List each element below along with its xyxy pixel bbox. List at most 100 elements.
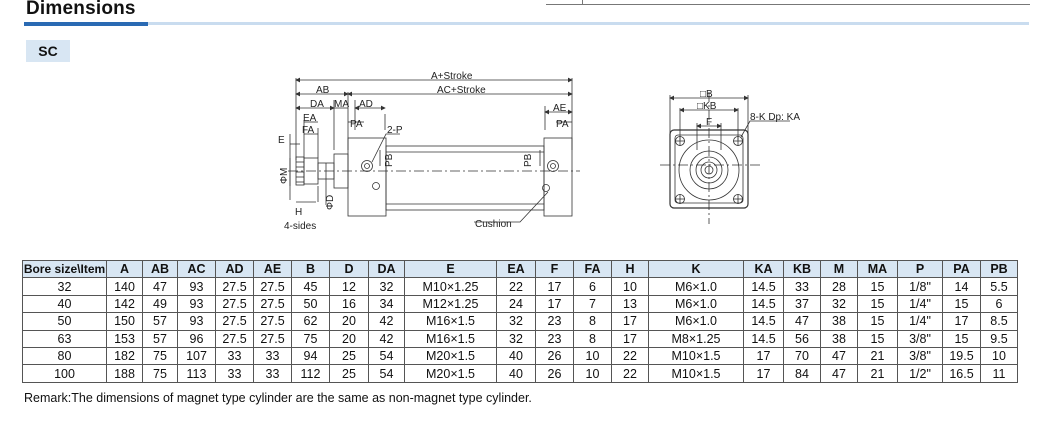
- table-cell: 15: [857, 294, 898, 314]
- table-cell: 1/4": [897, 294, 943, 314]
- table-cell: 57: [142, 329, 178, 348]
- table-cell: 47: [142, 277, 178, 296]
- table-cell: 27.5: [215, 329, 254, 348]
- table-cell: 17: [535, 277, 574, 296]
- table-cell: M8×1.25: [648, 329, 744, 348]
- table-cell: 8: [573, 329, 612, 348]
- column-header: KB: [783, 259, 821, 279]
- table-cell: 25: [329, 364, 369, 383]
- section-title: Dimensions: [26, 0, 136, 19]
- table-cell: 45: [291, 277, 330, 296]
- label-a-stroke: A+Stroke: [431, 71, 473, 82]
- label-phi-m: ΦM: [279, 168, 290, 184]
- table-cell: 80: [22, 346, 107, 366]
- table-cell: M10×1.25: [404, 277, 497, 296]
- table-cell: M20×1.5: [404, 346, 497, 366]
- label-k-dp: 8-K Dp: KA: [750, 112, 800, 123]
- table-cell: 153: [106, 329, 143, 348]
- column-header: KA: [743, 259, 784, 279]
- table-cell: 16: [329, 294, 369, 314]
- label-e: E: [278, 135, 285, 146]
- label-2p: 2-P: [387, 125, 403, 136]
- label-da: DA: [310, 99, 324, 110]
- table-cell: 15: [857, 329, 898, 348]
- title-underline: [24, 22, 1029, 25]
- table-cell: 42: [368, 329, 405, 348]
- table-cell: 47: [783, 312, 821, 331]
- label-ad: AD: [359, 99, 373, 110]
- top-frame-divider: [582, 0, 583, 4]
- table-cell: 32: [496, 329, 536, 348]
- table-cell: 75: [291, 329, 330, 348]
- table-cell: 19.5: [942, 346, 981, 366]
- table-cell: 63: [22, 329, 107, 348]
- table-cell: 3/8": [897, 329, 943, 348]
- table-cell: 24: [496, 294, 536, 314]
- table-cell: 32: [820, 294, 858, 314]
- table-cell: 14.5: [743, 312, 784, 331]
- table-cell: 42: [368, 312, 405, 331]
- table-cell: 17: [535, 294, 574, 314]
- table-cell: 50: [291, 294, 330, 314]
- label-ma: MA: [334, 99, 349, 110]
- table-cell: 27.5: [253, 294, 292, 314]
- table-cell: 32: [22, 277, 107, 296]
- table-cell: 15: [942, 294, 981, 314]
- label-phi-d: ΦD: [325, 195, 336, 210]
- column-header: AB: [142, 259, 178, 279]
- table-cell: 1/2": [897, 364, 943, 383]
- label-f: F: [706, 117, 712, 128]
- table-cell: 9.5: [980, 329, 1018, 348]
- column-header: Bore size\Item: [22, 259, 107, 279]
- table-cell: 26: [535, 364, 574, 383]
- label-ea: EA: [303, 113, 317, 124]
- label-pa-right: PA: [556, 119, 569, 130]
- column-header: PA: [942, 259, 981, 279]
- table-cell: 75: [142, 364, 178, 383]
- table-cell: 112: [291, 364, 330, 383]
- table-cell: 33: [783, 277, 821, 296]
- table-cell: 17: [942, 312, 981, 331]
- table-cell: 11: [980, 364, 1018, 383]
- table-cell: 96: [177, 329, 216, 348]
- table-cell: 21: [857, 364, 898, 383]
- label-4-sides: 4-sides: [284, 221, 316, 232]
- table-cell: 10: [573, 346, 612, 366]
- table-cell: 15: [857, 312, 898, 331]
- table-cell: 140: [106, 277, 143, 296]
- table-cell: 15: [942, 329, 981, 348]
- column-header: MA: [857, 259, 898, 279]
- table-cell: 34: [368, 294, 405, 314]
- table-cell: 62: [291, 312, 330, 331]
- table-cell: 84: [783, 364, 821, 383]
- table-cell: 6: [573, 277, 612, 296]
- column-header: P: [897, 259, 943, 279]
- table-cell: 5.5: [980, 277, 1018, 296]
- table-cell: 1/4": [897, 312, 943, 331]
- table-cell: 75: [142, 346, 178, 366]
- table-cell: 50: [22, 312, 107, 331]
- table-cell: 33: [215, 364, 254, 383]
- table-cell: 182: [106, 346, 143, 366]
- table-cell: 28: [820, 277, 858, 296]
- table-cell: 27.5: [253, 312, 292, 331]
- column-header: E: [404, 259, 497, 279]
- table-cell: 16.5: [942, 364, 981, 383]
- table-cell: 32: [368, 277, 405, 296]
- table-cell: 14.5: [743, 277, 784, 296]
- table-cell: 8: [573, 312, 612, 331]
- table-cell: 22: [611, 346, 649, 366]
- table-cell: 40: [496, 346, 536, 366]
- table-cell: 17: [611, 329, 649, 348]
- table-cell: 94: [291, 346, 330, 366]
- table-cell: 6: [980, 294, 1018, 314]
- table-cell: M12×1.25: [404, 294, 497, 314]
- table-cell: 13: [611, 294, 649, 314]
- table-cell: 40: [22, 294, 107, 314]
- remark-note: Remark:The dimensions of magnet type cyl…: [24, 391, 532, 405]
- table-cell: 21: [857, 346, 898, 366]
